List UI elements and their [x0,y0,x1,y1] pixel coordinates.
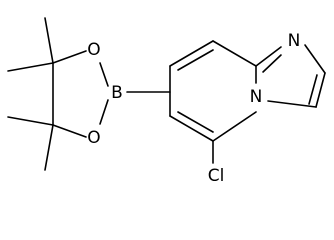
bond-n1-c2 [304,44,326,74]
bond-b-o-upper [99,62,109,87]
methyl-upper-top [44,17,54,64]
imidazole-ring [255,44,326,108]
bond-c7-c8 [169,40,214,67]
double-bond-c8a-n1 [262,54,282,73]
bond-c8-c8a [212,40,257,67]
bond-c8a-n1 [255,46,282,67]
methyl-upper-left [7,62,54,72]
atom-label-o-upper: O [87,40,100,60]
bond-n4-c5 [212,111,257,142]
bond-o-lower-c [52,124,87,138]
atom-label-n-imine: N [288,31,301,51]
double-bond-c5-c6 [177,111,214,133]
bond-o-upper-c [52,50,87,64]
bond-b-o-lower [99,99,109,125]
methyl-lower-left [7,116,54,126]
molecule-structure: N N O O B Cl [7,17,326,186]
bond-c5-c6 [169,115,214,142]
bond-c2-c3 [315,72,326,108]
double-bond-c2-c3 [308,74,318,105]
bond-c3-n4 [267,100,317,108]
atom-label-cl: Cl [208,166,225,186]
atom-label-o-lower: O [87,128,100,148]
methyl-groups [7,17,54,171]
atom-label-n-bridge: N [250,87,263,107]
pyridine-ring [169,40,257,142]
methyl-lower-bottom [44,124,54,171]
double-bond-c7-c8 [177,49,214,71]
dioxaborolane-ring [52,50,109,138]
atom-label-b: B [111,83,123,103]
